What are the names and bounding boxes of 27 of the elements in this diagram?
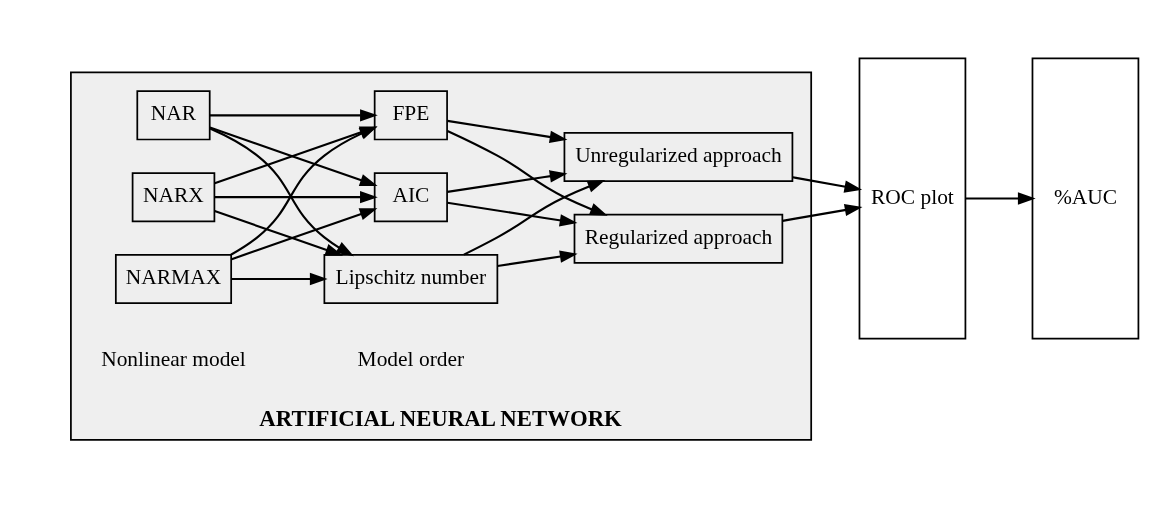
- node-box: %AUC: [1031, 57, 1140, 339]
- arrow: [214, 209, 344, 256]
- arrow: [463, 179, 606, 256]
- arrow: [231, 272, 328, 285]
- node-box: Regularized approach: [573, 213, 784, 264]
- node-box: FPE: [373, 89, 448, 140]
- arrow: [447, 201, 578, 226]
- label: Model order: [357, 346, 465, 371]
- arrow: [447, 119, 568, 143]
- node-box: NARMAX: [114, 253, 233, 304]
- node-box: NARX: [131, 171, 216, 222]
- arrow: [214, 190, 378, 203]
- arrow: [792, 175, 863, 193]
- arrow: [209, 127, 354, 256]
- arrow: [231, 207, 378, 260]
- node-box: Lipschitz number: [323, 253, 499, 304]
- arrow: [447, 169, 568, 193]
- arrow: [782, 203, 863, 222]
- node-box: NAR: [136, 89, 211, 140]
- arrow: [210, 108, 378, 122]
- arrow: [497, 249, 578, 267]
- label: Nonlinear model: [101, 346, 246, 371]
- node-box: ROC plot: [858, 57, 967, 339]
- arrow: [965, 191, 1036, 205]
- arrow: [447, 129, 608, 216]
- node-box: AIC: [373, 171, 448, 222]
- node-box: Unregularized approach: [563, 131, 794, 182]
